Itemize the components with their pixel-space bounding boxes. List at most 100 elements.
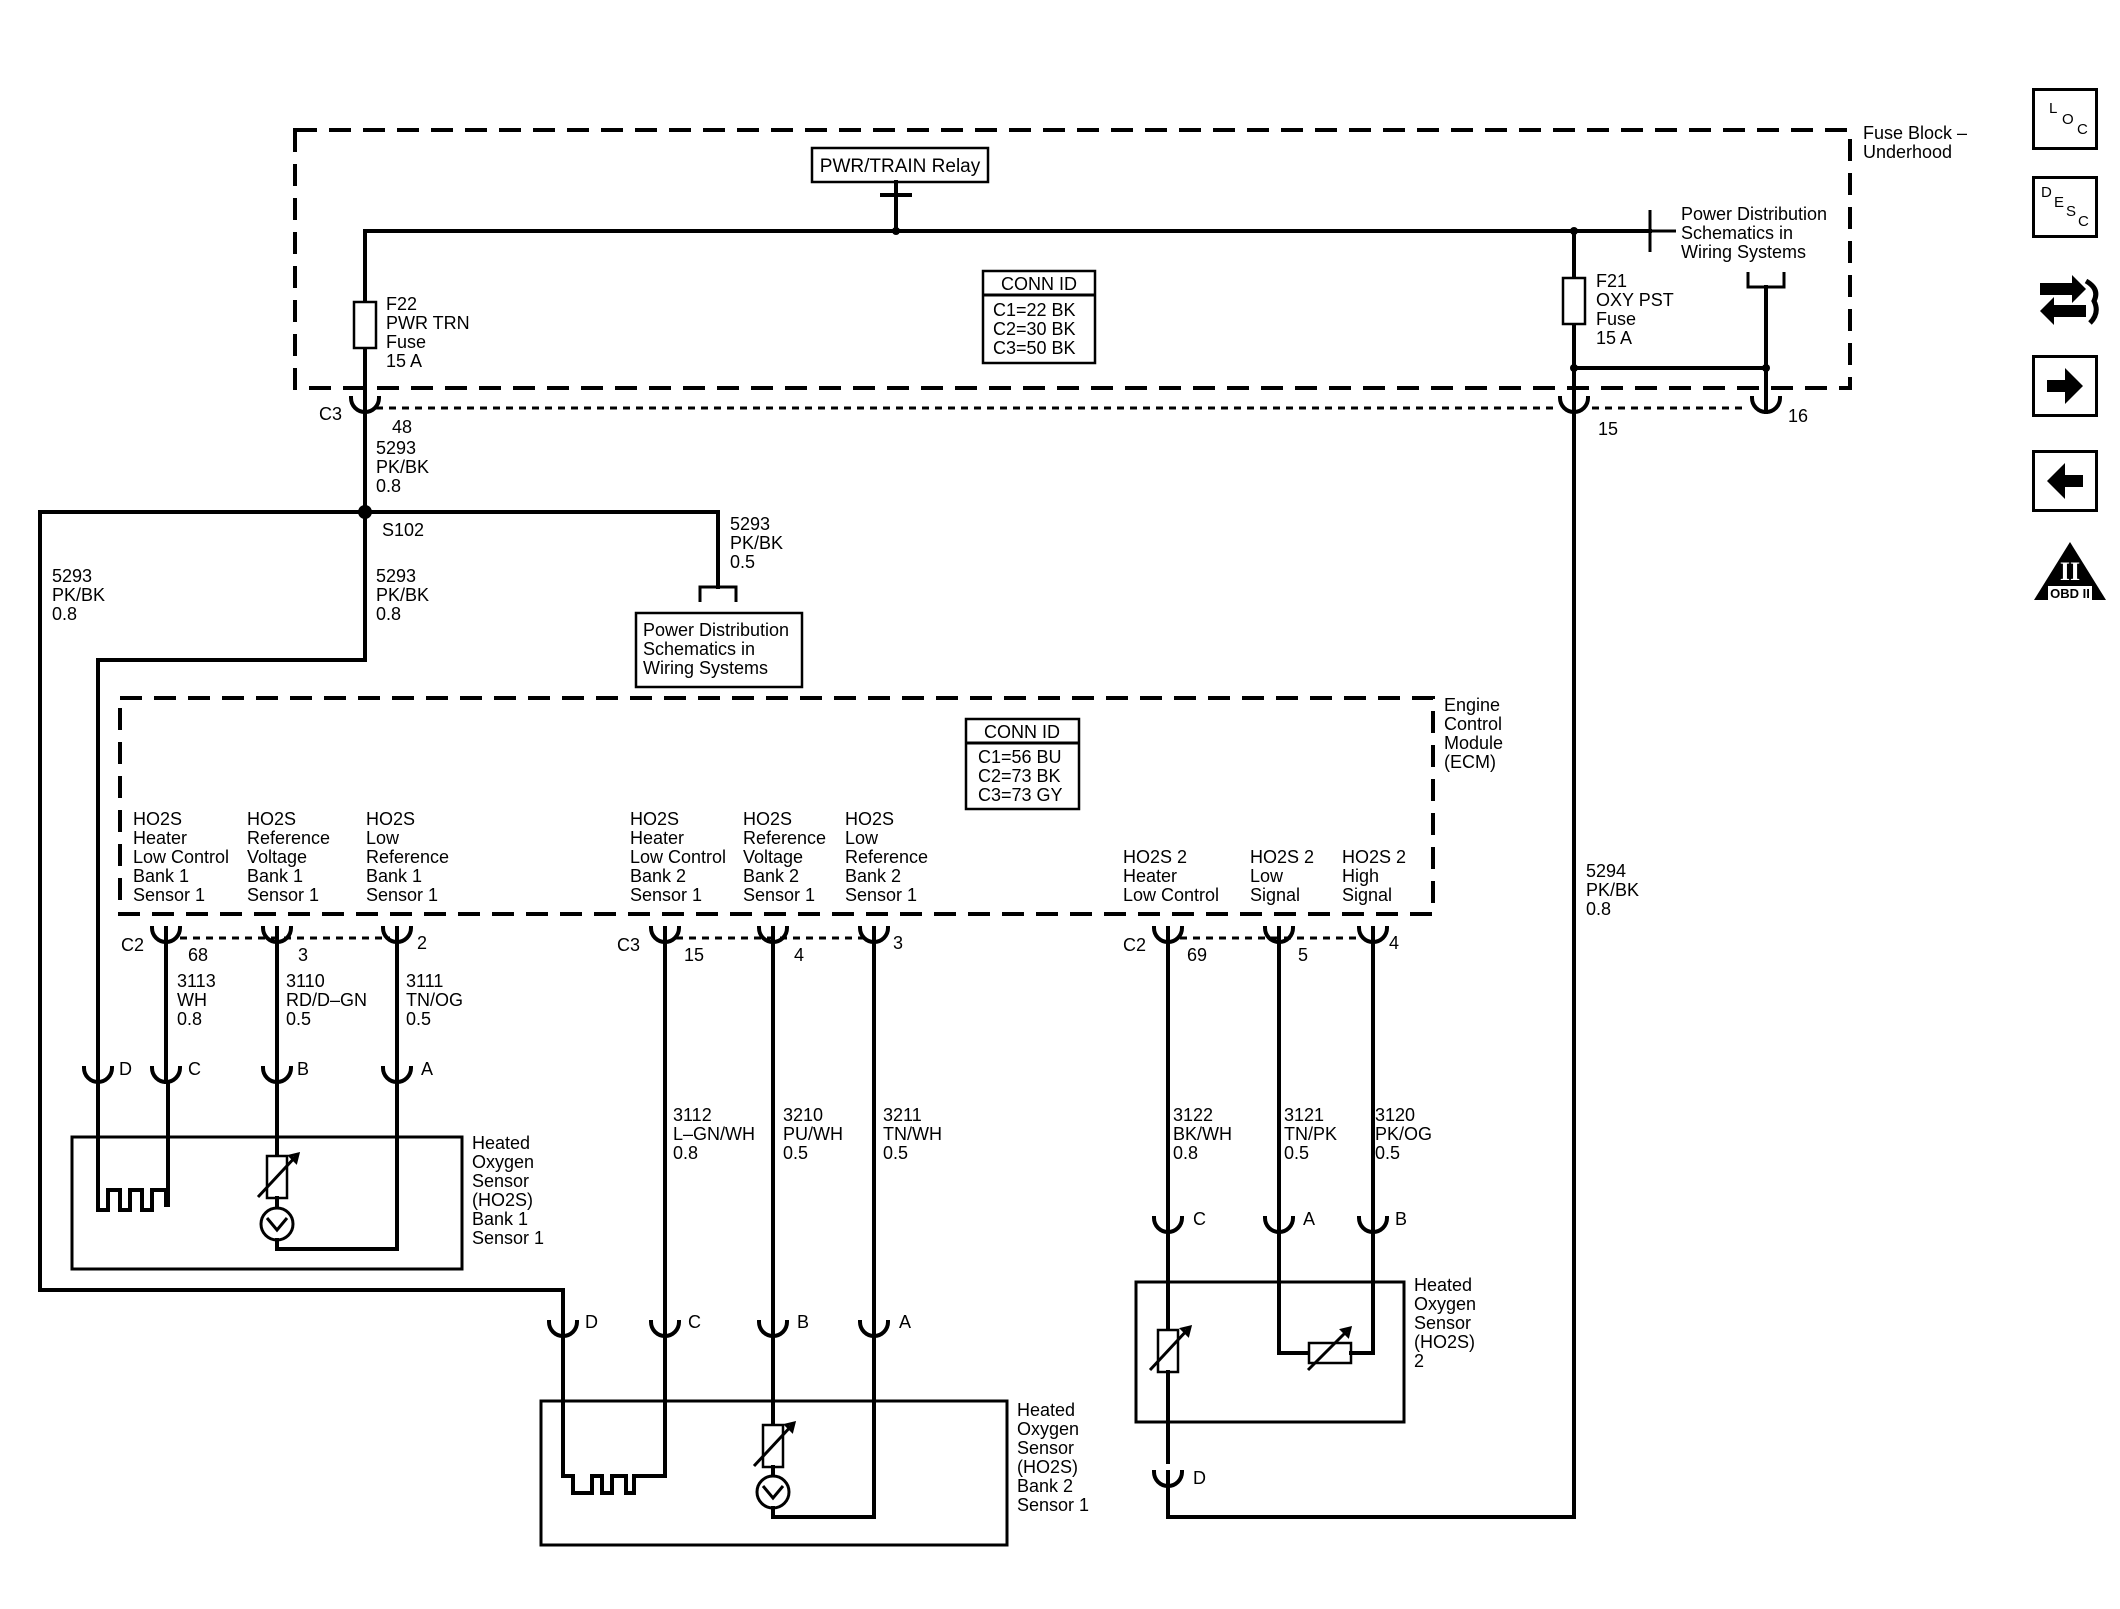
fuse-block-conn-c3: C3 [319, 404, 342, 424]
heater-element-bank2-icon [561, 1338, 667, 1495]
svg-text:D: D [585, 1312, 598, 1332]
ecm-conn-g2: C3 [617, 935, 640, 955]
obd-ii-button[interactable]: II OBD II [2030, 538, 2110, 610]
fuse-block-title: Fuse Block –Underhood [1863, 123, 1967, 162]
svg-text:CONN ID: CONN ID [984, 722, 1060, 742]
desc-button[interactable]: D E S C [2032, 176, 2098, 238]
sensor-bank1-pins: D C B A [119, 1059, 433, 1079]
conn-id-ecm [964, 717, 1081, 811]
pin-48: 48 [392, 417, 412, 437]
ecm-conn-g3: C2 [1123, 935, 1146, 955]
pin-15-fuse: 15 [1598, 419, 1618, 439]
fuse-block-outline [293, 128, 1852, 390]
heater-element-bank1-icon [96, 1080, 170, 1212]
ecm-pin-3a: 3 [298, 945, 308, 965]
pwrtrain-relay-box [810, 146, 990, 184]
svg-text:B: B [797, 1312, 809, 1332]
svg-text:B: B [1395, 1209, 1407, 1229]
conn-id-fuse-block [981, 269, 1097, 365]
sensor-bank2-pins: D C B A [585, 1312, 911, 1332]
next-arrow-icon [2047, 368, 2083, 404]
sensor2-pins: C A B D [1193, 1209, 1407, 1488]
pwrtrain-relay-label: PWR/TRAIN Relay [820, 156, 981, 177]
fuse-f22-icon [352, 300, 378, 350]
back-arrow-icon [2047, 463, 2083, 499]
desc-letter: S [2066, 203, 2077, 220]
fuse-f21-icon [1561, 276, 1587, 326]
connector-icon[interactable] [2030, 265, 2102, 337]
voltage-source-bank2-icon [755, 1474, 791, 1510]
ecm-pin-15: 15 [684, 945, 704, 965]
ecm-pin-68: 68 [188, 945, 208, 965]
obd-ii-label: OBD II [2050, 586, 2090, 601]
svg-text:C: C [688, 1312, 701, 1332]
pin-16: 16 [1788, 406, 1808, 426]
svg-text:D: D [119, 1059, 132, 1079]
svg-text:A: A [1303, 1209, 1315, 1229]
loc-letter: C [2077, 121, 2088, 138]
svg-text:CONN ID: CONN ID [1001, 274, 1077, 294]
loc-button[interactable]: L O C [2032, 88, 2098, 150]
ecm-pin-2: 2 [417, 933, 427, 953]
svg-text:C: C [188, 1059, 201, 1079]
svg-text:S102: S102 [382, 520, 424, 540]
obd-ii-icon [2034, 542, 2106, 600]
ecm-pin-4a: 4 [794, 945, 804, 965]
ref-power-distribution-mid-box[interactable] [634, 611, 804, 689]
desc-letter: E [2054, 194, 2065, 211]
ecm-conn-g1: C2 [121, 935, 144, 955]
next-button[interactable] [2032, 355, 2098, 417]
svg-text:C: C [1193, 1209, 1206, 1229]
voltage-source-bank1-icon [259, 1206, 295, 1242]
svg-text:D: D [1193, 1468, 1206, 1488]
svg-text:A: A [421, 1059, 433, 1079]
ecm-outline [118, 696, 1435, 916]
svg-text:A: A [899, 1312, 911, 1332]
back-button[interactable] [2032, 450, 2098, 512]
loc-letter: L [2049, 100, 2058, 117]
ecm-pin-3b: 3 [893, 933, 903, 953]
ecm-pin-69: 69 [1187, 945, 1207, 965]
obd-ii-numeral: II [2060, 557, 2080, 586]
ecm-pin-5: 5 [1298, 945, 1308, 965]
ecm-pin-4b: 4 [1389, 933, 1399, 953]
sensor2-box [1134, 1280, 1406, 1424]
desc-letter: D [2041, 184, 2052, 201]
desc-letter: C [2078, 213, 2089, 230]
svg-text:B: B [297, 1059, 309, 1079]
